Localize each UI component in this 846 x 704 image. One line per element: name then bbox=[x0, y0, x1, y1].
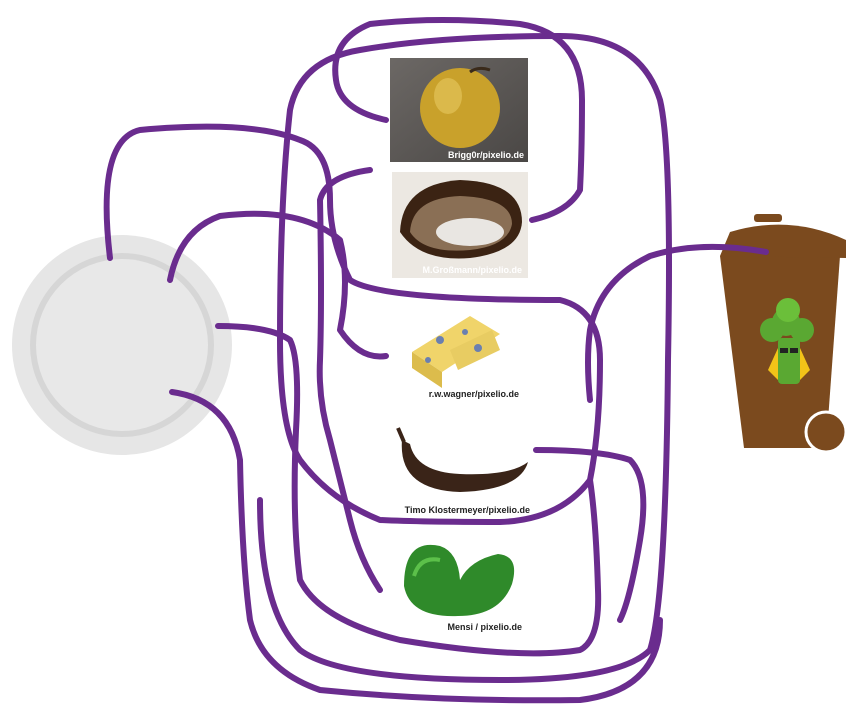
photo-credit: Timo Klostermeyer/pixelio.de bbox=[405, 505, 530, 515]
photo-credit: r.w.wagner/pixelio.de bbox=[429, 389, 519, 399]
photo-credit: Brigg0r/pixelio.de bbox=[448, 150, 524, 160]
photo-bread[interactable]: M.Großmann/pixelio.de bbox=[392, 172, 528, 278]
plate-icon[interactable] bbox=[12, 235, 232, 455]
photo-banana[interactable]: Timo Klostermeyer/pixelio.de bbox=[383, 414, 536, 518]
photo-credit: M.Großmann/pixelio.de bbox=[422, 265, 522, 275]
photo-cheese[interactable]: r.w.wagner/pixelio.de bbox=[385, 302, 523, 402]
photo-apple[interactable]: Brigg0r/pixelio.de bbox=[390, 58, 528, 162]
photo-cucumber[interactable]: Mensi / pixelio.de bbox=[390, 530, 527, 634]
photo-credit: Mensi / pixelio.de bbox=[447, 622, 522, 632]
